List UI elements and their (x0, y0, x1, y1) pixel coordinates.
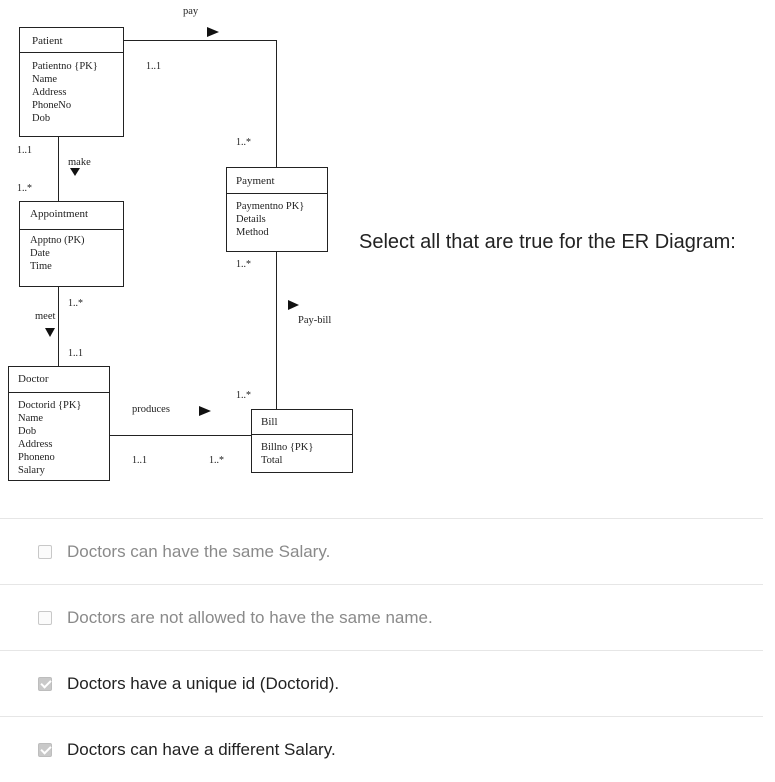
doctor-entity-title: Doctor (18, 373, 49, 385)
produces-arrow-icon (199, 406, 211, 416)
payment-attr: Paymentno PK} (236, 201, 304, 212)
multiplicity-label: 1..1 (146, 61, 161, 72)
multiplicity-label: 1..* (209, 455, 224, 466)
multiplicity-label: 1..1 (132, 455, 147, 466)
appointment-attr: Apptno (PK) (30, 235, 85, 246)
patient-attr: Patientno {PK} (32, 61, 98, 72)
answer-options: Doctors can have the same Salary. Doctor… (0, 518, 763, 782)
answer-option-label: Doctors have a unique id (Doctorid). (67, 673, 340, 693)
patient-attr: Dob (32, 113, 50, 124)
bill-attr: Total (261, 455, 283, 466)
doctor-attr: Doctorid {PK} (18, 400, 81, 411)
relationship-pay-label: pay (183, 6, 199, 17)
bill-attr: Billno {PK} (261, 442, 313, 453)
payment-attr: Method (236, 227, 269, 238)
multiplicity-label: 1..1 (17, 145, 32, 156)
checkbox-unchecked[interactable] (38, 544, 52, 559)
appointment-entity-title: Appointment (30, 208, 88, 220)
doctor-attr: Phoneno (18, 452, 55, 463)
answer-option[interactable]: Doctors are not allowed to have the same… (0, 584, 763, 650)
make-arrow-icon (70, 168, 80, 176)
answer-option[interactable]: Doctors have a unique id (Doctorid). (0, 650, 763, 716)
relationship-produces-label: produces (132, 404, 170, 415)
patient-attr: PhoneNo (32, 100, 71, 111)
bill-entity-title: Bill (261, 416, 278, 428)
relationship-paybill-label: Pay-bill (298, 315, 331, 326)
payment-entity-title: Payment (236, 175, 275, 187)
answer-option[interactable]: Doctors can have the same Salary. (0, 518, 763, 584)
appointment-attr: Date (30, 248, 50, 259)
patient-entity-title: Patient (32, 35, 63, 47)
patient-attr: Address (32, 87, 66, 98)
doctor-attr: Salary (18, 465, 46, 476)
answer-option-label: Doctors can have the same Salary. (67, 541, 331, 561)
answer-option-label: Doctors are not allowed to have the same… (67, 607, 433, 627)
payment-attr: Details (236, 214, 266, 225)
answer-option[interactable]: Doctors can have a different Salary. (0, 716, 763, 782)
patient-attr: Name (32, 74, 57, 85)
relationship-meet-label: meet (35, 311, 55, 322)
multiplicity-label: 1..1 (68, 348, 83, 359)
paybill-arrow-icon (288, 300, 299, 310)
multiplicity-label: 1..* (236, 137, 251, 148)
multiplicity-label: 1..* (236, 259, 251, 270)
checkbox-checked-icon[interactable] (38, 676, 52, 691)
appointment-attr: Time (30, 261, 52, 272)
relationship-make-label: make (68, 157, 91, 168)
doctor-attr: Address (18, 439, 52, 450)
question-prompt: Select all that are true for the ER Diag… (359, 231, 736, 253)
checkbox-checked-icon[interactable] (38, 742, 52, 757)
multiplicity-label: 1..* (236, 390, 251, 401)
answer-option-label: Doctors can have a different Salary. (67, 739, 336, 759)
checkbox-unchecked[interactable] (38, 610, 52, 625)
doctor-attr: Name (18, 413, 43, 424)
doctor-attr: Dob (18, 426, 36, 437)
pay-arrow-icon (207, 27, 219, 37)
meet-arrow-icon (45, 328, 55, 337)
multiplicity-label: 1..* (68, 298, 83, 309)
multiplicity-label: 1..* (17, 183, 32, 194)
